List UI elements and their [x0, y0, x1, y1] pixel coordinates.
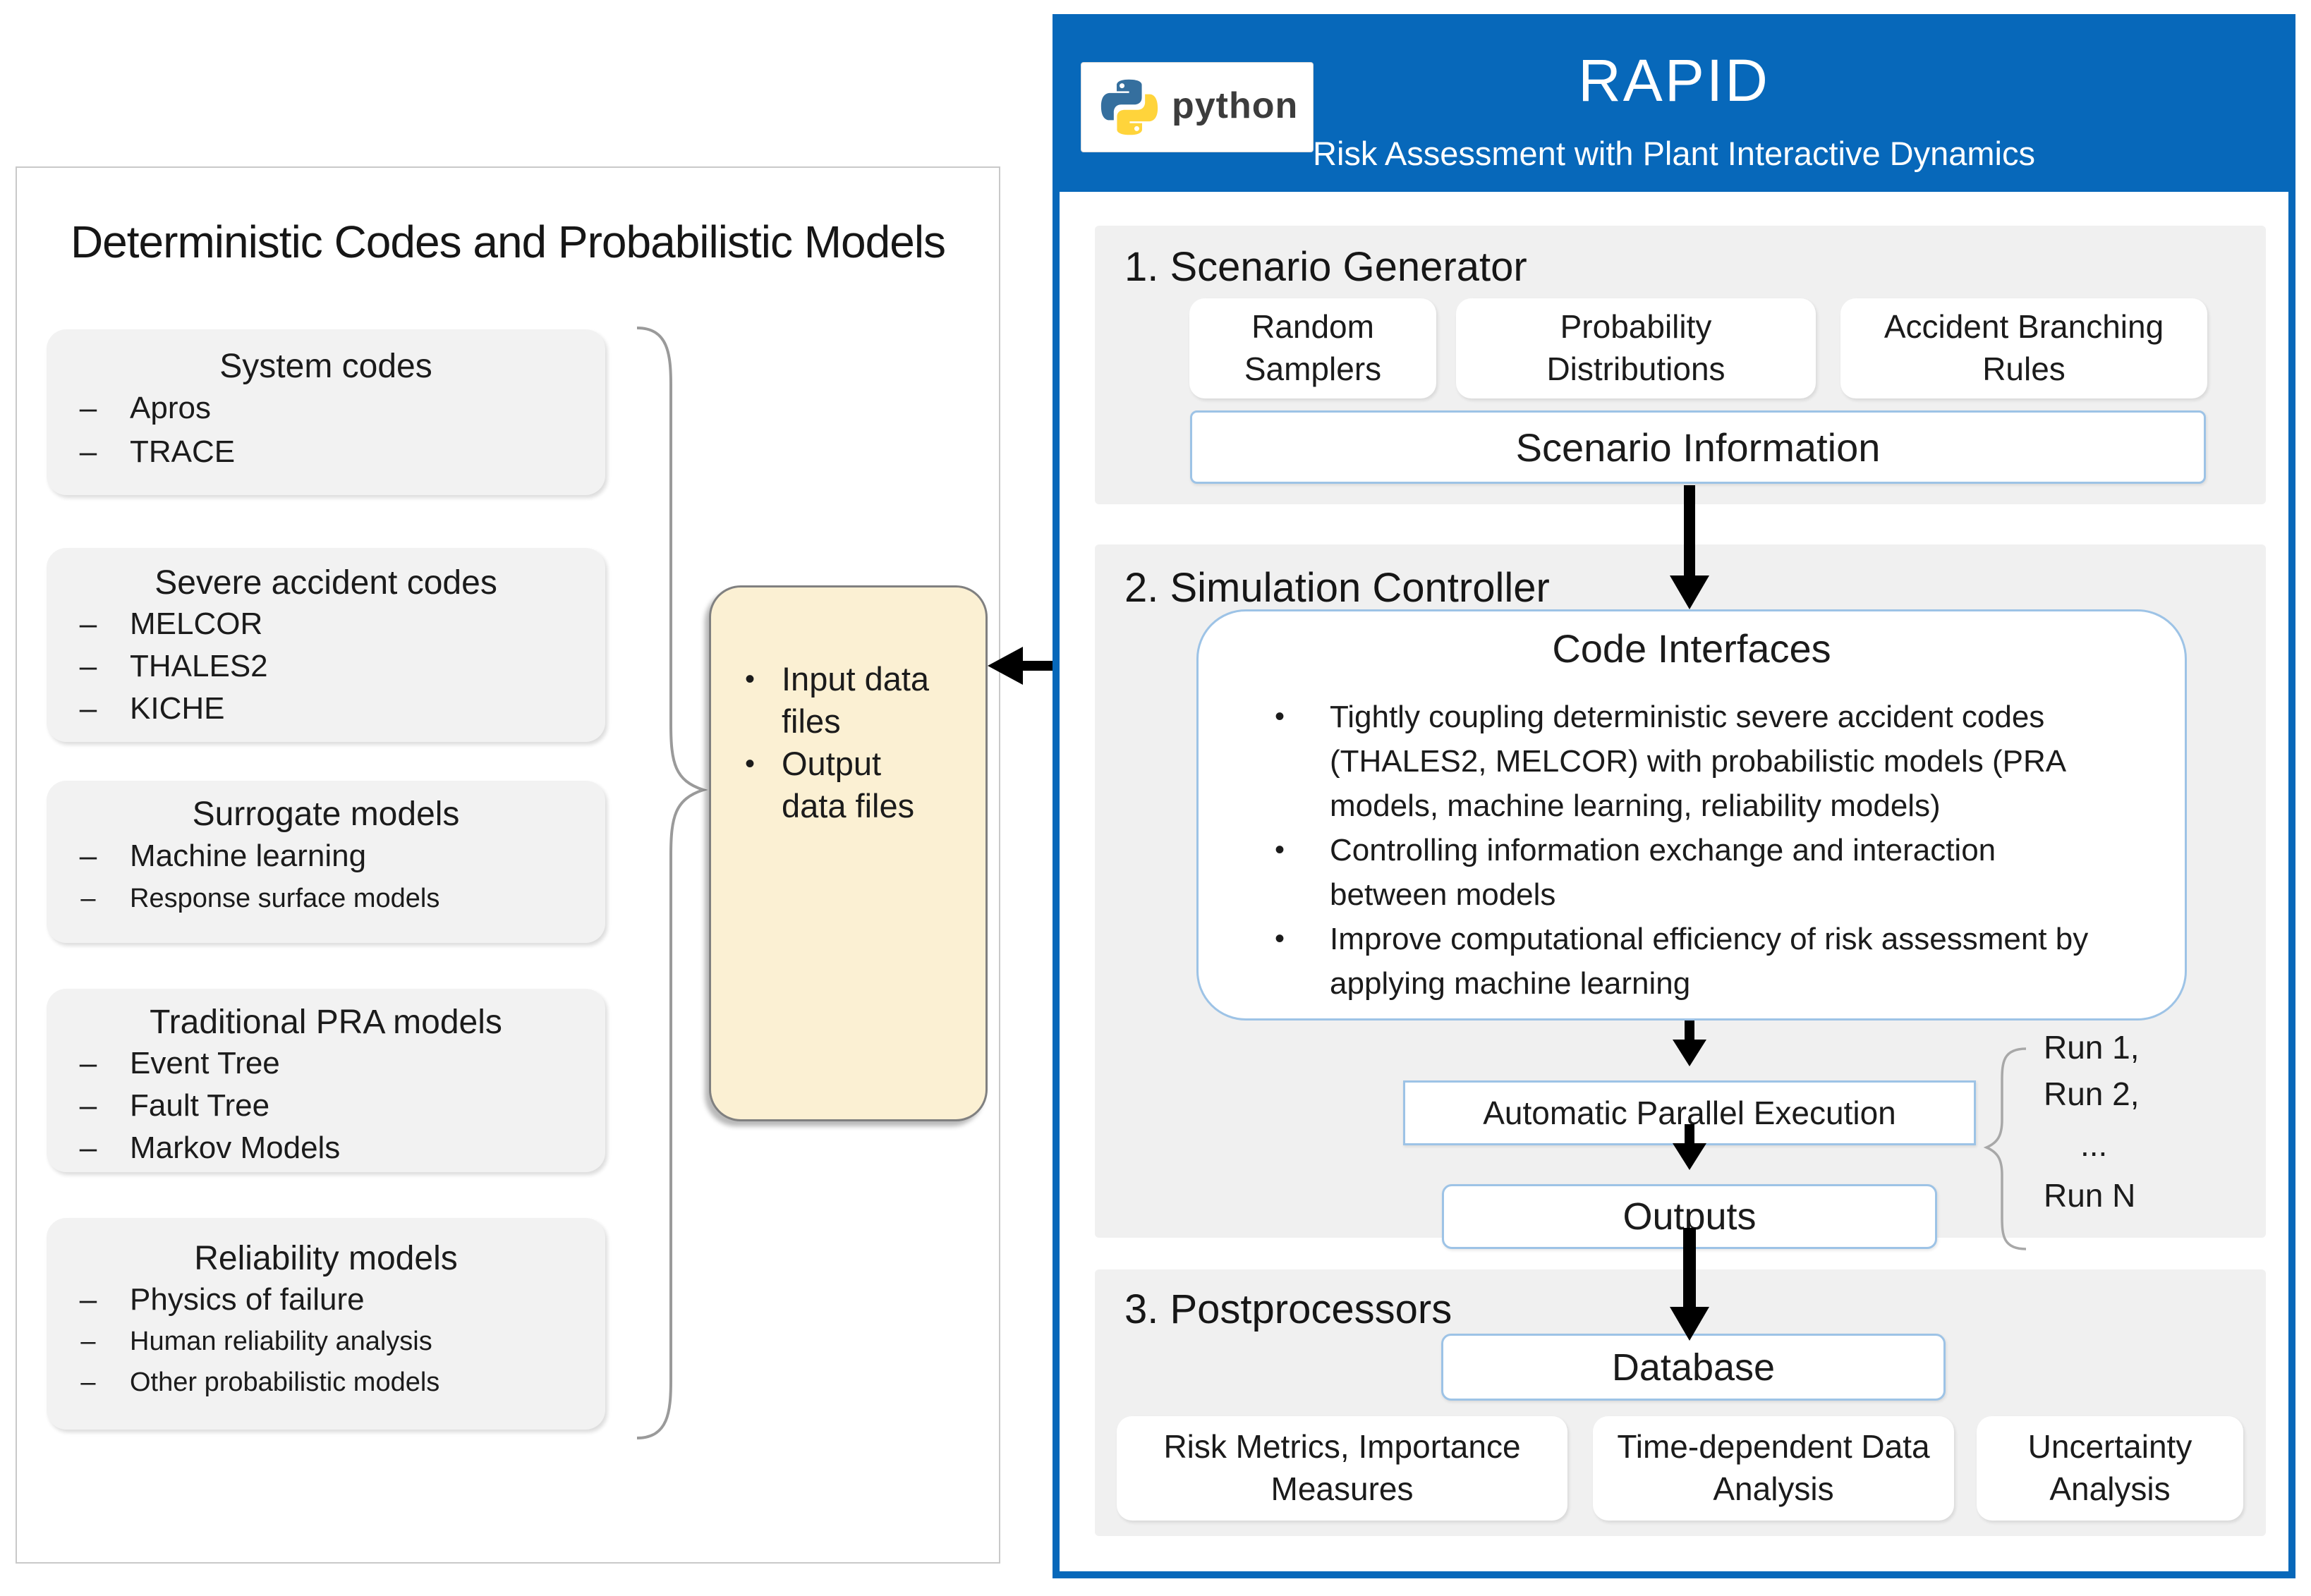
- bullet-icon: •: [1275, 923, 1285, 954]
- code-interfaces-bullets: • Tightly coupling deterministic severe …: [1269, 695, 2151, 1006]
- section-simulation-controller: 2. Simulation Controller Code Interfaces…: [1095, 544, 2266, 1250]
- runs-brace-icon: [1983, 1047, 2027, 1250]
- group-system-codes: System codes – Apros – TRACE: [47, 329, 605, 495]
- box-automatic-parallel-execution: Automatic Parallel Execution: [1403, 1080, 1976, 1145]
- group-reliability-models: Reliability models – Physics of failure …: [47, 1218, 605, 1430]
- list-item: – Fault Tree: [47, 1085, 605, 1127]
- dash-icon: –: [79, 1088, 97, 1123]
- dash-icon: –: [79, 434, 97, 469]
- group-heading: Surrogate models: [192, 796, 460, 833]
- group-heading: Severe accident codes: [154, 564, 497, 602]
- list-item: – KICHE: [47, 688, 605, 730]
- group-severe-accident-codes: Severe accident codes – MELCOR – THALES2…: [47, 548, 605, 742]
- group-traditional-pra-models: Traditional PRA models – Event Tree – Fa…: [47, 989, 605, 1172]
- dash-icon: –: [79, 691, 97, 726]
- box-time-dependent-analysis: Time-dependent Data Analysis: [1593, 1416, 1954, 1521]
- list-item: – Human reliability analysis: [47, 1321, 605, 1362]
- dash-icon: –: [79, 391, 97, 425]
- section-title: 2. Simulation Controller: [1124, 565, 1550, 611]
- run-label: Run N: [2044, 1177, 2136, 1214]
- list-item: – TRACE: [47, 430, 605, 474]
- run-label: Run 2,: [2044, 1076, 2140, 1112]
- section-postprocessors: 3. Postprocessors Database Risk Metrics,…: [1095, 1269, 2266, 1536]
- box-accident-branching-rules: Accident Branching Rules: [1840, 298, 2207, 398]
- box-scenario-information: Scenario Information: [1190, 410, 2206, 484]
- section-title: 1. Scenario Generator: [1124, 244, 1527, 290]
- list-item: • Controlling information exchange and i…: [1269, 828, 2151, 917]
- box-probability-distributions: Probability Distributions: [1456, 298, 1816, 398]
- group-heading: System codes: [219, 348, 432, 385]
- section-scenario-generator: 1. Scenario Generator Random Samplers Pr…: [1095, 226, 2266, 504]
- rapid-subtitle: Risk Assessment with Plant Interactive D…: [1313, 135, 2035, 172]
- code-interfaces-title: Code Interfaces: [1552, 626, 1831, 671]
- left-panel-title: Deterministic Codes and Probabilistic Mo…: [70, 217, 946, 267]
- dash-icon: –: [79, 1046, 97, 1080]
- dash-icon: –: [79, 1282, 97, 1317]
- dash-icon: –: [79, 607, 97, 641]
- dash-icon: –: [79, 649, 97, 683]
- list-item: • Tightly coupling deterministic severe …: [1269, 695, 2151, 828]
- box-risk-metrics: Risk Metrics, Importance Measures: [1117, 1416, 1567, 1521]
- left-groups-brace-icon: [636, 327, 708, 1439]
- list-item: • Improve computational efficiency of ri…: [1269, 917, 2151, 1006]
- group-surrogate-models: Surrogate models – Machine learning – Re…: [47, 781, 605, 943]
- bullet-icon: •: [1275, 701, 1285, 732]
- dash-icon: –: [80, 1327, 96, 1356]
- bullet-icon: •: [1275, 834, 1285, 865]
- box-code-interfaces: Code Interfaces • Tightly coupling deter…: [1196, 609, 2187, 1021]
- list-item: • Input data files: [711, 658, 985, 743]
- list-item: • Output data files: [711, 743, 985, 827]
- dash-icon: –: [79, 839, 97, 873]
- dash-icon: –: [79, 1131, 97, 1165]
- list-item: – Markov Models: [47, 1127, 605, 1169]
- group-heading: Traditional PRA models: [150, 1004, 502, 1041]
- run-ellipsis: ...: [2080, 1126, 2108, 1163]
- python-logo-icon: [1100, 79, 1158, 135]
- rapid-header: python RAPID Risk Assessment with Plant …: [1060, 21, 2288, 192]
- list-item: – Machine learning: [47, 834, 605, 878]
- group-heading: Reliability models: [194, 1240, 458, 1277]
- list-item: – MELCOR: [47, 603, 605, 645]
- box-database: Database: [1441, 1334, 1946, 1401]
- python-badge: python: [1081, 62, 1314, 152]
- box-random-samplers: Random Samplers: [1189, 298, 1436, 398]
- python-wordmark: python: [1172, 85, 1299, 126]
- rapid-title: RAPID: [1578, 47, 1770, 114]
- run-label: Run 1,: [2044, 1029, 2140, 1066]
- box-uncertainty-analysis: Uncertainty Analysis: [1977, 1416, 2243, 1521]
- list-item: – Apros: [47, 386, 605, 430]
- list-item: – THALES2: [47, 645, 605, 688]
- dash-icon: –: [80, 1367, 96, 1397]
- list-item: – Physics of failure: [47, 1279, 605, 1321]
- list-item: – Event Tree: [47, 1042, 605, 1085]
- dash-icon: –: [80, 884, 96, 913]
- rapid-panel: python RAPID Risk Assessment with Plant …: [1053, 14, 2295, 1578]
- list-item: – Response surface models: [47, 878, 605, 919]
- bullet-icon: •: [745, 748, 756, 779]
- section-title: 3. Postprocessors: [1124, 1286, 1452, 1332]
- list-item: – Other probabilistic models: [47, 1362, 605, 1403]
- bullet-icon: •: [745, 664, 756, 695]
- run-list: Run 1, Run 2, ... Run N: [2044, 1024, 2140, 1219]
- data-files-box: • Input data files • Output data files: [709, 585, 988, 1121]
